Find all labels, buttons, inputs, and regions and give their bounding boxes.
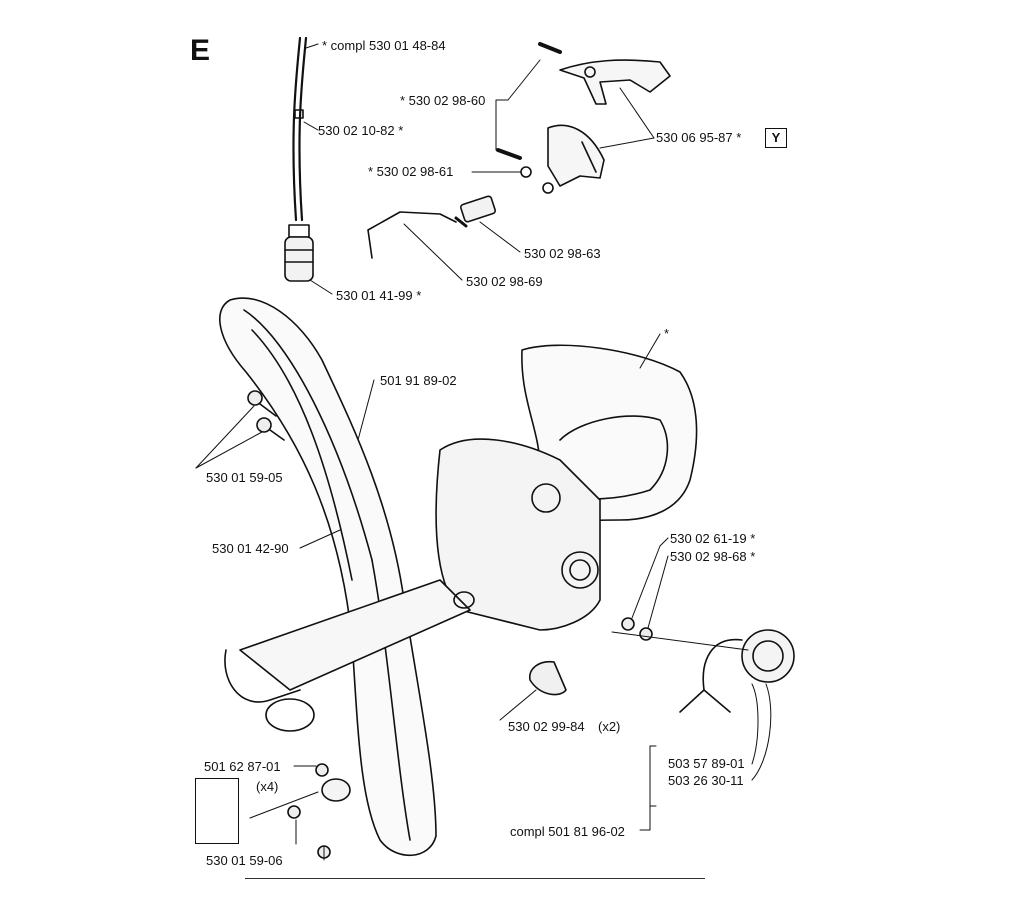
- part-label-22: 530 01 59-06: [206, 853, 283, 868]
- fuel-filter: [284, 224, 314, 282]
- y-marker-box: Y: [765, 128, 787, 148]
- part-label-10: 501 91 89-02: [380, 373, 457, 388]
- front-handle: [218, 297, 437, 857]
- av-mount-lower: [287, 763, 351, 859]
- page-baseline: [245, 878, 705, 879]
- part-label-14: 530 02 98-68 *: [670, 549, 756, 564]
- part-label-2: * 530 02 98-60: [400, 93, 486, 108]
- part-label-20: 503 26 30-11: [668, 773, 744, 788]
- throttle-lockout: [496, 42, 671, 194]
- bolts-upper: [247, 390, 285, 441]
- part-label-7: 530 02 98-69: [466, 274, 543, 289]
- part-label-19: 503 57 89-01: [668, 756, 745, 771]
- part-label-8: 530 01 41-99 *: [336, 288, 422, 303]
- rubber-buffer: [529, 660, 567, 696]
- part-label-1: * compl 530 01 48-84: [322, 38, 446, 53]
- part-label-5: * 530 02 98-61: [368, 164, 454, 179]
- section-letter: E: [190, 34, 211, 67]
- tool-box: [195, 778, 239, 844]
- leader-lines: [195, 43, 772, 861]
- part-label-13: 530 02 61-19 *: [670, 531, 756, 546]
- part-label-15: 530 02 99-84: [508, 719, 585, 734]
- part-label-12: 530 01 42-90: [212, 541, 289, 556]
- part-label-17: 501 62 87-01: [204, 759, 281, 774]
- throttle-rod: [367, 195, 497, 259]
- part-label-18: (x4): [256, 779, 279, 794]
- rear-handle-housing: [224, 344, 698, 732]
- part-label-4: 530 06 95-87 *: [656, 130, 742, 145]
- part-label-11: 530 01 59-05: [206, 470, 283, 485]
- part-label-6: 530 02 98-63: [524, 246, 601, 261]
- starter-assembly: [679, 629, 795, 713]
- part-label-16: (x2): [598, 719, 621, 734]
- fuel-hose: [292, 36, 308, 222]
- part-label-9: *: [664, 326, 670, 341]
- part-label-3: 530 02 10-82 *: [318, 123, 404, 138]
- part-label-21: compl 501 81 96-02: [510, 824, 625, 839]
